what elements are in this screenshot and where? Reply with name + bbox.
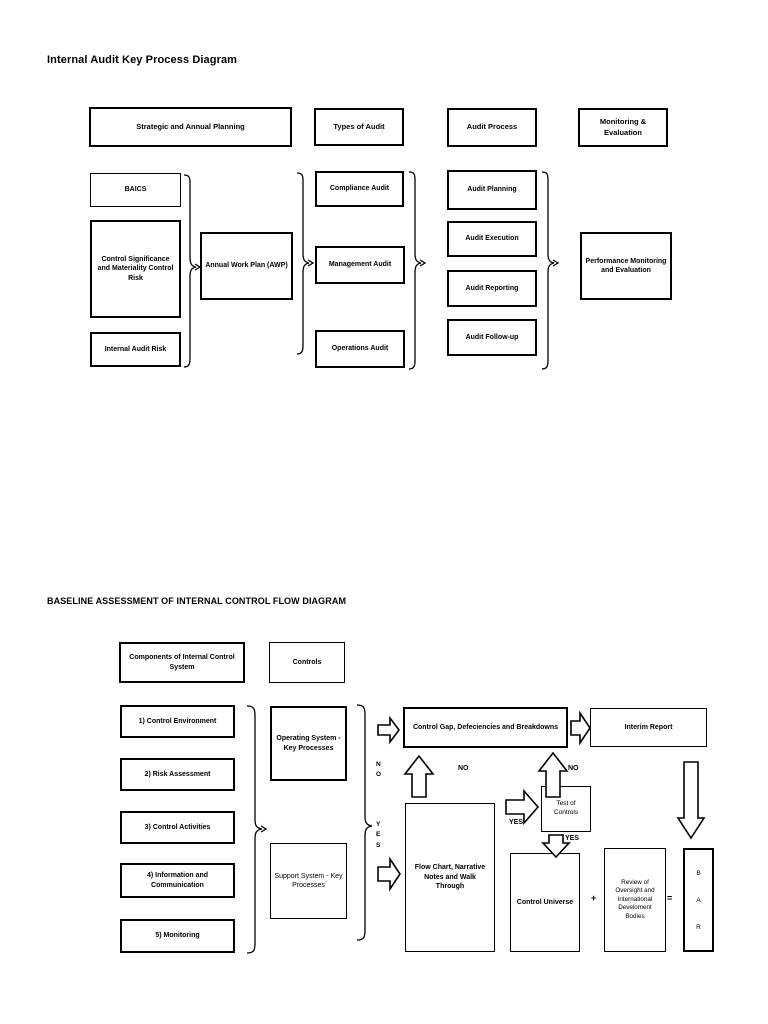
arrowhead-to-outcome <box>552 259 560 267</box>
brace-planning-inputs <box>183 174 197 368</box>
box-internal-audit-risk: Internal Audit Risk <box>90 332 181 367</box>
arrow-right-no-to-controlgap <box>377 715 400 745</box>
header-strategic-annual-planning: Strategic and Annual Planning <box>89 107 292 147</box>
diagram1-title: Internal Audit Key Process Diagram <box>47 54 238 66</box>
box-audit-planning: Audit Planning <box>447 170 537 210</box>
box-control-universe: Control Universe <box>510 853 580 952</box>
brace-components <box>246 705 263 954</box>
brace-process-to-outcome <box>541 171 555 370</box>
arrowhead-components-tip <box>260 825 268 833</box>
label-no-right: NO <box>568 765 579 772</box>
box-support-system: Support System - Key Processes <box>270 843 347 919</box>
label-yes-right: YES <box>565 835 580 842</box>
header-controls: Controls <box>269 642 345 683</box>
header-components-internal-control: Components of Internal Control System <box>119 642 245 683</box>
box-audit-execution: Audit Execution <box>447 221 537 257</box>
box-control-gap: Control Gap, Defeciencies and Breakdowns <box>403 707 568 748</box>
box-operating-system: Operating System - Key Processes <box>270 706 347 781</box>
box-bar: B A R <box>683 848 714 952</box>
box-control-significance: Control Significance and Materiality Con… <box>90 220 181 318</box>
box-test-of-controls: Test of Controls <box>541 786 591 832</box>
label-plus: + <box>591 893 597 903</box>
box-information-communication: 4) Information and Communication <box>120 863 235 898</box>
brace-controls <box>356 704 373 941</box>
box-flow-chart: Flow Chart, Narrative Notes and Walk Thr… <box>405 803 495 952</box>
box-baics: BAICS <box>90 173 181 207</box>
box-audit-reporting: Audit Reporting <box>447 270 537 307</box>
arrow-right-yes-to-flowchart <box>377 856 401 892</box>
box-management-audit: Management Audit <box>315 246 405 284</box>
box-audit-follow-up: Audit Follow-up <box>447 319 537 356</box>
arrow-up-flowchart-to-controlgap <box>403 754 435 798</box>
label-yes-vertical: Y E S <box>376 821 381 849</box>
box-risk-assessment: 2) Risk Assessment <box>120 758 235 791</box>
diagram2-title: BASELINE ASSESSMENT OF INTERNAL CONTROL … <box>47 596 347 606</box>
box-operations-audit: Operations Audit <box>315 330 405 368</box>
box-monitoring: 5) Monitoring <box>120 919 235 953</box>
arrow-right-controlgap-to-interim <box>570 710 591 746</box>
header-audit-process: Audit Process <box>447 108 537 147</box>
arrowhead-to-types <box>307 259 315 267</box>
label-no-vertical: N O <box>376 761 382 779</box>
box-control-activities: 3) Control Activities <box>120 811 235 844</box>
header-types-of-audit: Types of Audit <box>314 108 404 146</box>
brace-awp-to-types <box>296 172 310 355</box>
box-performance-monitoring: Performance Monitoring and Evaluation <box>580 232 672 300</box>
label-equals: = <box>667 893 673 903</box>
arrow-down-interim-to-bar <box>676 761 706 840</box>
header-monitoring-evaluation: Monitoring & Evaluation <box>578 108 668 147</box>
brace-types-to-process <box>408 171 422 370</box>
box-interim-report: Interim Report <box>590 708 707 747</box>
box-control-environment: 1) Control Environment <box>120 705 235 738</box>
label-yes-left: YES <box>509 819 524 826</box>
box-compliance-audit: Compliance Audit <box>315 171 404 207</box>
box-review-oversight: Review of Oversight and International De… <box>604 848 666 952</box>
box-annual-work-plan: Annual Work Plan (AWP) <box>200 232 293 300</box>
label-no-left: NO <box>458 765 469 772</box>
arrowhead-to-process <box>419 259 427 267</box>
